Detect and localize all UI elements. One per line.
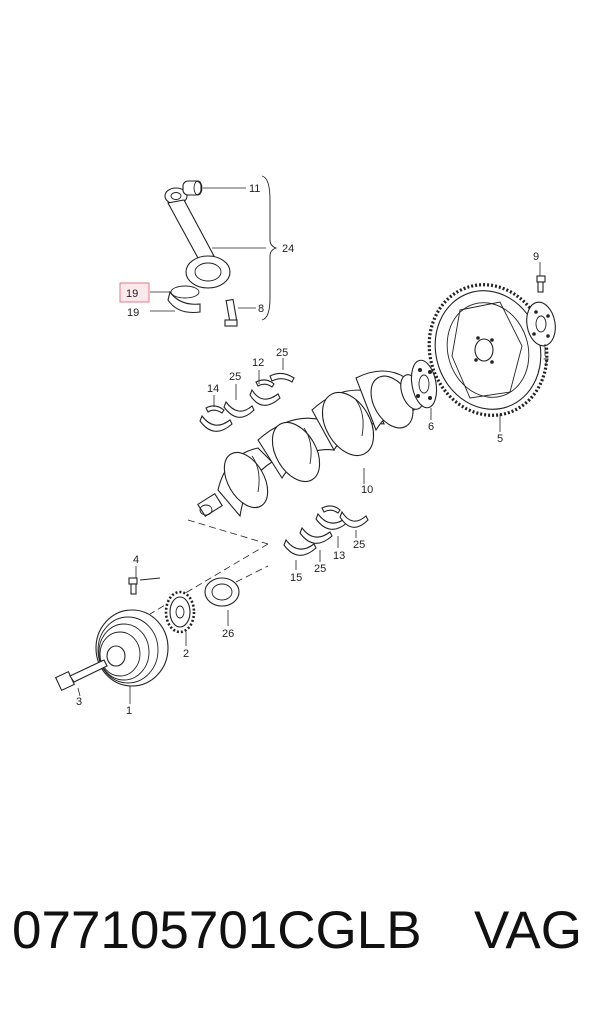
bearing-shell-25-lower-right[interactable] [339,510,369,528]
callout-1[interactable]: 1 [126,705,132,717]
callout-15[interactable]: 15 [290,572,302,584]
rod-bolt-8[interactable] [224,298,238,327]
part-number: 077105701CGLB [12,901,422,960]
highlight-box-19 [119,282,150,303]
bolt-9[interactable] [536,275,546,293]
bolt-4[interactable] [128,577,161,595]
oil-seal-26[interactable] [204,577,240,607]
bearing-shell-12[interactable] [249,379,281,406]
central-bolt-3[interactable] [54,659,108,692]
connecting-rod[interactable] [164,187,231,289]
callout-9[interactable]: 9 [533,251,539,263]
bearing-shell-25-upper-right[interactable] [269,372,295,383]
callout-25-d[interactable]: 25 [353,539,365,551]
callout-19-highlighted[interactable]: 19 [126,288,138,300]
callout-25-c[interactable]: 25 [314,563,326,575]
bearing-shell-15[interactable] [283,538,317,556]
bearing-shell-14[interactable] [199,405,233,432]
callout-14[interactable]: 14 [207,383,219,395]
callout-3[interactable]: 3 [76,696,82,708]
flywheel-ring-gear[interactable] [412,269,563,430]
footer: 077105701CGLB VAG [0,900,600,980]
callout-11[interactable]: 11 [249,183,260,195]
exploded-parts-diagram: 19 19 11 24 8 14 25 12 25 [54,175,563,717]
callout-10[interactable]: 10 [361,484,373,496]
bearing-shell-25-lower-left[interactable] [299,526,333,544]
callout-8[interactable]: 8 [258,303,264,315]
callout-7[interactable]: 7 [543,357,549,369]
bearing-shell-25-upper-left[interactable] [223,400,255,418]
callout-5[interactable]: 5 [497,433,503,445]
crankshaft-sprocket-2[interactable] [164,590,196,634]
callout-25-b[interactable]: 25 [276,347,288,359]
callout-19[interactable]: 19 [127,307,139,319]
flange-plate-6[interactable] [408,358,440,409]
vibration-damper-pulley-1[interactable] [95,609,169,687]
callout-6[interactable]: 6 [428,421,434,433]
brand-label: VAG [474,901,582,960]
callout-4[interactable]: 4 [133,554,139,566]
piston-pin[interactable] [182,180,203,196]
callout-2[interactable]: 2 [183,648,189,660]
crankshaft[interactable] [197,369,428,518]
callout-24[interactable]: 24 [282,243,294,255]
callout-12[interactable]: 12 [252,357,264,369]
callout-25-a[interactable]: 25 [229,371,241,383]
callout-26[interactable]: 26 [222,628,234,640]
bearing-shell-19[interactable] [167,285,201,314]
callout-13[interactable]: 13 [333,550,345,562]
